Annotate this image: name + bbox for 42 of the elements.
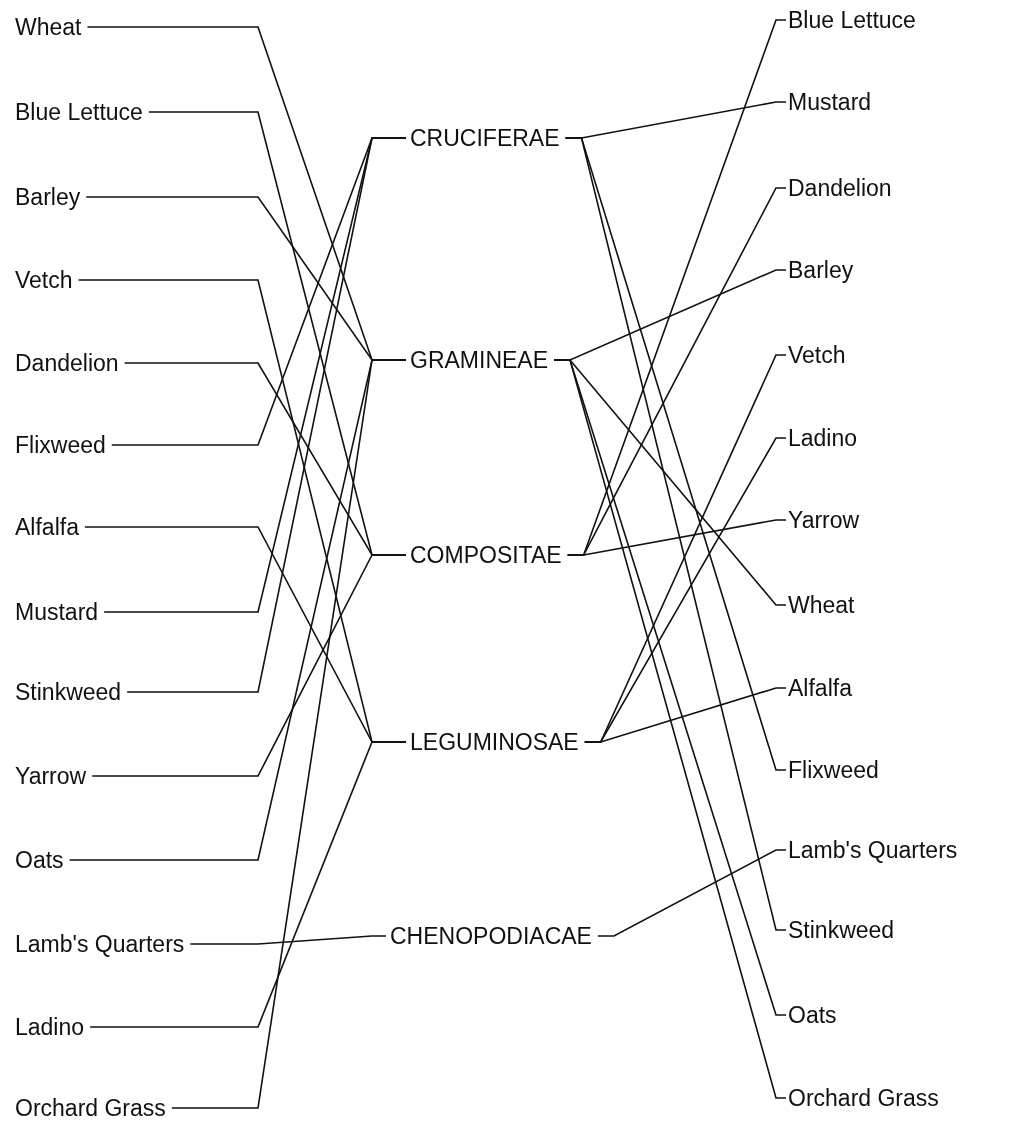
plant-label: Dandelion bbox=[15, 349, 119, 377]
plant-label: Alfalfa bbox=[15, 513, 79, 541]
plant-label: Lamb's Quarters bbox=[15, 930, 185, 958]
plant-label: Blue Lettuce bbox=[788, 6, 916, 34]
connector-line bbox=[171, 359, 407, 1109]
plant-label: Flixweed bbox=[788, 756, 879, 784]
plant-label: Alfalfa bbox=[788, 674, 852, 702]
plant-label: Barley bbox=[788, 256, 854, 284]
connector-line bbox=[89, 741, 407, 1028]
plant-label: Barley bbox=[15, 183, 81, 211]
plant-label: Blue Lettuce bbox=[15, 98, 143, 126]
plant-label: Vetch bbox=[788, 341, 846, 369]
connector-line bbox=[566, 519, 787, 556]
plant-label: Vetch bbox=[15, 266, 73, 294]
connector-line bbox=[597, 849, 787, 937]
plant-label: Wheat bbox=[15, 13, 82, 41]
connector-line bbox=[126, 137, 407, 693]
family-label: CRUCIFERAE bbox=[410, 124, 560, 152]
family-label: COMPOSITAE bbox=[410, 541, 562, 569]
plant-label: Orchard Grass bbox=[15, 1094, 166, 1122]
plant-label: Stinkweed bbox=[788, 916, 895, 944]
family-label: CHENOPODIACAE bbox=[390, 922, 592, 950]
connector-line bbox=[91, 554, 407, 777]
plant-label: Ladino bbox=[15, 1013, 85, 1041]
plant-label: Oats bbox=[788, 1001, 837, 1029]
plant-label: Mustard bbox=[15, 598, 99, 626]
connector-line bbox=[189, 935, 387, 945]
plant-label: Mustard bbox=[788, 88, 872, 116]
connector-line bbox=[583, 687, 787, 743]
plant-label: Stinkweed bbox=[15, 678, 122, 706]
family-label: GRAMINEAE bbox=[410, 346, 549, 374]
plant-label: Flixweed bbox=[15, 431, 106, 459]
family-label: LEGUMINOSAE bbox=[410, 728, 579, 756]
plant-label: Oats bbox=[15, 846, 64, 874]
connector-line bbox=[564, 137, 787, 931]
plant-label: Wheat bbox=[788, 591, 855, 619]
plant-label: Yarrow bbox=[788, 506, 860, 534]
plant-label: Lamb's Quarters bbox=[788, 836, 958, 864]
plant-label: Yarrow bbox=[15, 762, 87, 790]
plant-label: Ladino bbox=[788, 424, 858, 452]
plant-label: Dandelion bbox=[788, 174, 892, 202]
plant-label: Orchard Grass bbox=[788, 1084, 939, 1112]
